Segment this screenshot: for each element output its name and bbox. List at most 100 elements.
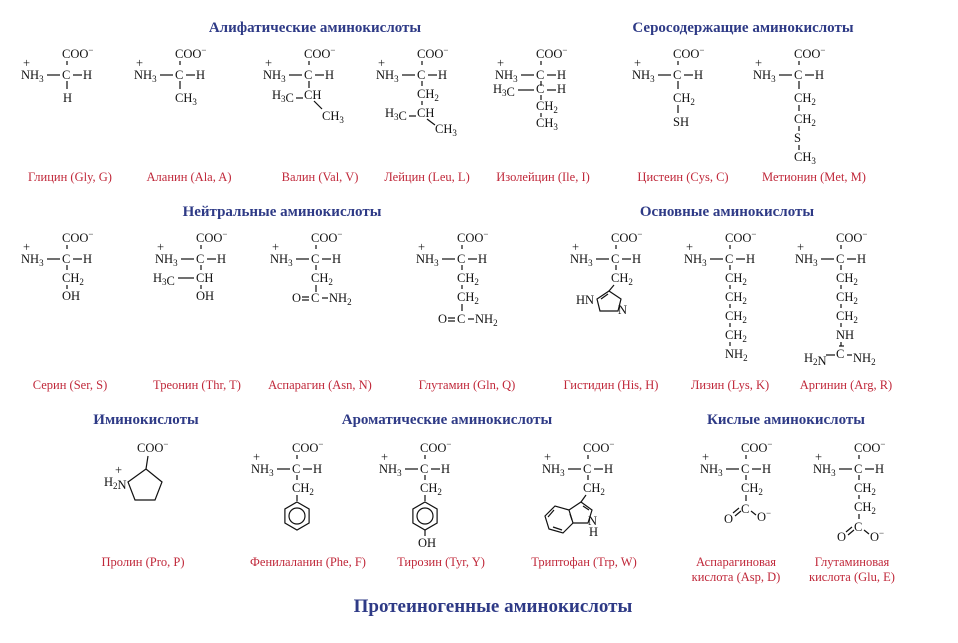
ch2-label: CH2 xyxy=(673,91,695,107)
atom-label-part: + xyxy=(702,450,709,464)
name-leu: Лейцин (Leu, L) xyxy=(384,170,469,184)
atom-label-part: C xyxy=(583,462,591,476)
bond-double xyxy=(569,513,573,521)
bond-double xyxy=(734,510,742,517)
atom-label-part: H xyxy=(857,252,866,266)
atom-label-part: CH xyxy=(794,112,811,126)
name-ile: Изолейцин (Ile, I) xyxy=(496,170,590,184)
atom-label-part: 3 xyxy=(39,74,44,84)
atom-label-part: 2 xyxy=(742,277,747,287)
atom-label-part: C xyxy=(836,252,844,266)
atom-label-part: C xyxy=(854,520,862,534)
charge-plus: + xyxy=(23,240,30,254)
atom-label-part: C xyxy=(62,252,70,266)
atom-label-part: 2 xyxy=(600,487,605,497)
atom-label-part: C xyxy=(399,109,407,123)
ch2-label: CH2 xyxy=(836,290,858,306)
atom-label-part: 3 xyxy=(281,94,286,104)
atom-label-part: COO xyxy=(196,231,222,245)
atom-label-part: H xyxy=(83,68,92,82)
ch3-label: H3C xyxy=(493,82,515,99)
ch3-label: CH3 xyxy=(794,150,816,166)
atom-label-part: NH xyxy=(632,68,650,82)
atom-label-part: C xyxy=(741,502,749,516)
hydrogen-label: H xyxy=(589,525,598,539)
atom-label-part: − xyxy=(88,229,93,239)
ch2-label: CH2 xyxy=(536,99,558,115)
ch2-label: CH2 xyxy=(854,500,876,516)
atom-label-part: N xyxy=(118,478,127,492)
atom-label-part: NH xyxy=(379,462,397,476)
ch3-label: CH3 xyxy=(322,109,344,125)
atom-label-part: 3 xyxy=(394,112,399,122)
atom-label-part: C xyxy=(854,462,862,476)
atom-label-part: + xyxy=(497,56,504,70)
ch3-label: H3C xyxy=(272,88,294,105)
ch2-label: CH2 xyxy=(420,481,442,497)
ammonium-label: NH3 xyxy=(251,462,274,478)
atom-label-part: NH xyxy=(795,252,813,266)
atom-label-part: 3 xyxy=(192,97,197,107)
atom-label-part: H xyxy=(815,68,824,82)
alpha-carbon: C xyxy=(311,252,319,266)
atom-label-part: − xyxy=(337,229,342,239)
ring-nitrogen-label: N xyxy=(588,514,597,528)
atom-label-part: H xyxy=(557,68,566,82)
atom-label-part: H xyxy=(478,252,487,266)
ch2-label: CH2 xyxy=(292,481,314,497)
atom-label-part: H xyxy=(557,82,566,96)
atom-label-part: − xyxy=(562,45,567,55)
atom-label-part: 2 xyxy=(690,97,695,107)
atom-label-part: H xyxy=(153,271,162,285)
charge-plus: + xyxy=(797,240,804,254)
atom-label-part: − xyxy=(443,45,448,55)
atom-label-part: + xyxy=(544,450,551,464)
ch-label: CH xyxy=(304,88,321,102)
atom-label-part: 3 xyxy=(513,74,518,84)
carboxylate-label: COO− xyxy=(854,439,885,455)
charge-plus: + xyxy=(634,56,641,70)
atom-label-part: CH xyxy=(725,290,742,304)
hydrogen-label: H xyxy=(441,462,450,476)
atom-label-part: 3 xyxy=(502,88,507,98)
atom-label-part: NH xyxy=(376,68,394,82)
atom-label-part: COO xyxy=(311,231,337,245)
atom-label-part: C xyxy=(311,252,319,266)
atom-label-part: 2 xyxy=(853,315,858,325)
atom-label-part: C xyxy=(836,347,844,361)
atom-label-part: N xyxy=(588,514,597,528)
atom-label-part: H xyxy=(272,88,281,102)
ch2-label: CH2 xyxy=(794,91,816,107)
atom-label-part: − xyxy=(879,528,884,538)
name-thr: Треонин (Thr, T) xyxy=(153,378,241,392)
carboxylate-label: COO− xyxy=(794,45,825,61)
atom-label-part: H xyxy=(196,68,205,82)
atom-label-part: 2 xyxy=(553,105,558,115)
carbon-label: C xyxy=(311,291,319,305)
atom-label-part: 3 xyxy=(771,74,776,84)
bond-chain xyxy=(580,494,587,503)
alpha-carbon: C xyxy=(62,68,70,82)
atom-label-part: H xyxy=(325,68,334,82)
atom-label-part: COO xyxy=(175,47,201,61)
ch2-label: CH2 xyxy=(725,271,747,287)
atom-label-part: CH xyxy=(836,271,853,285)
atom-label-part: NH xyxy=(21,68,39,82)
charge-plus: + xyxy=(23,56,30,70)
atom-label-part: − xyxy=(767,439,772,449)
ch2-label: CH2 xyxy=(611,271,633,287)
atom-label-part: + xyxy=(253,450,260,464)
ch2-label: CH2 xyxy=(417,87,439,103)
atom-label-part: 2 xyxy=(113,481,118,491)
atom-label-part: + xyxy=(157,240,164,254)
charge-plus: + xyxy=(815,450,822,464)
atom-label-part: − xyxy=(751,229,756,239)
atom-label-part: CH xyxy=(457,271,474,285)
charge-plus: + xyxy=(136,56,143,70)
atom-label-part: + xyxy=(815,450,822,464)
atom-label-part: C xyxy=(175,68,183,82)
